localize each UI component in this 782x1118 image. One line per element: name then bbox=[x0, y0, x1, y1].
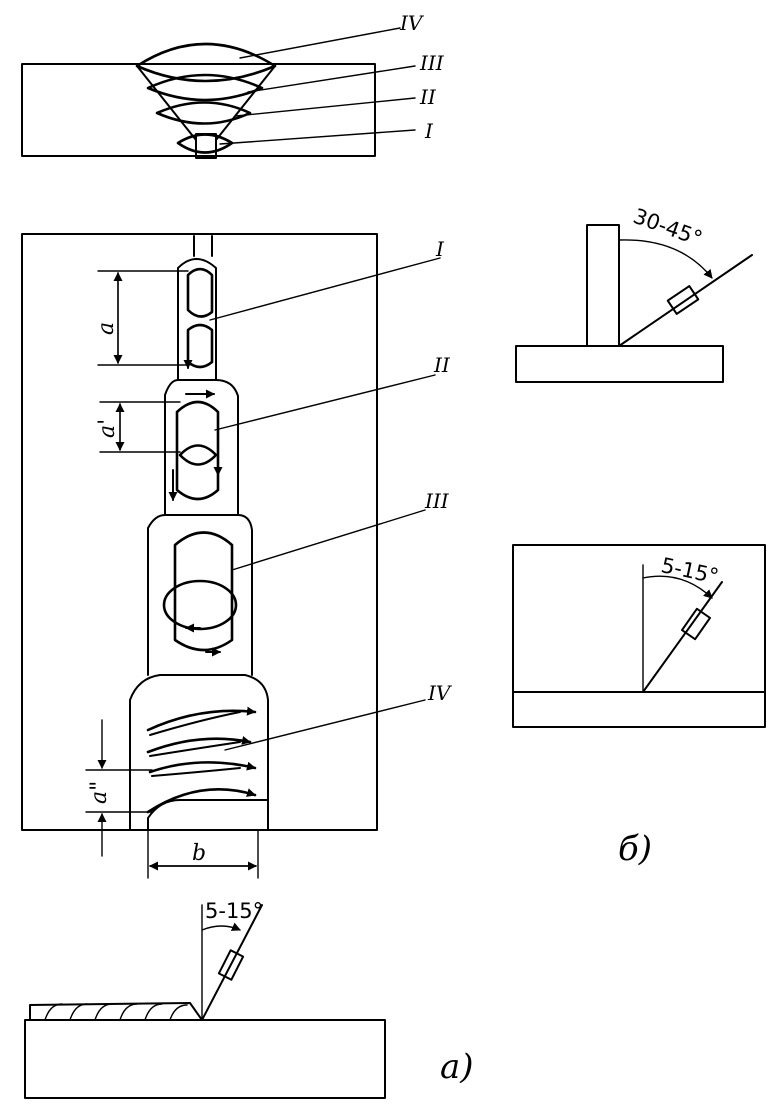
leader-ii bbox=[235, 97, 416, 117]
plate-plan bbox=[21, 233, 378, 831]
dim-a-double-prime-label: a" bbox=[87, 781, 112, 804]
t-joint-electrode-icon bbox=[666, 285, 700, 315]
flat-angle-arc bbox=[642, 575, 713, 599]
t-joint-base-plate bbox=[515, 345, 724, 383]
layer-i-outline bbox=[177, 258, 217, 381]
flat-view: 5-15° bbox=[512, 544, 766, 728]
flat-electrode-axis bbox=[642, 581, 723, 693]
layer-ii-loop-inner bbox=[178, 444, 218, 466]
plate-section bbox=[21, 63, 376, 157]
layer-iii-bead bbox=[146, 73, 264, 102]
plan-label-ii: II bbox=[433, 353, 451, 377]
layer-iv-outline bbox=[129, 674, 269, 831]
leader-iv bbox=[239, 27, 401, 59]
layer-i-loop-1 bbox=[186, 267, 214, 318]
flat-plate-outline bbox=[512, 544, 766, 728]
layer-iv-stroke-4 bbox=[146, 788, 257, 814]
t-joint-view: 30-45° bbox=[515, 204, 753, 383]
groove-left-edge bbox=[136, 65, 197, 141]
root-core bbox=[195, 133, 217, 159]
t-joint-electrode-axis bbox=[618, 254, 753, 347]
groove-right-edge bbox=[215, 65, 276, 141]
layer-iv-stroke-1 bbox=[146, 706, 257, 732]
dim-a-prime-label: a' bbox=[95, 419, 120, 438]
plan-label-iv: IV bbox=[427, 681, 453, 705]
layer-iv-stroke-3 bbox=[148, 761, 257, 774]
flat-electrode-icon bbox=[680, 607, 712, 641]
leader-iii bbox=[247, 65, 416, 93]
plan-leader-i bbox=[209, 257, 441, 321]
top-label-iii: III bbox=[419, 51, 445, 75]
weld-ripples bbox=[44, 1003, 188, 1021]
layer-ii-bead bbox=[155, 101, 252, 125]
top-label-ii: II bbox=[419, 85, 437, 109]
plan-leader-ii bbox=[214, 374, 436, 431]
t-joint-angle-arc bbox=[618, 239, 713, 279]
electrode-holder-icon bbox=[217, 949, 245, 981]
plate-long bbox=[24, 1019, 386, 1099]
top-label-i: I bbox=[424, 119, 434, 143]
dim-b-label: b bbox=[192, 841, 206, 866]
layer-ii-outline bbox=[164, 379, 239, 516]
electrode-axis bbox=[201, 904, 263, 1021]
dim-a-label: a bbox=[94, 322, 119, 335]
t-joint-vertical-plate bbox=[586, 224, 620, 347]
plan-leader-iii bbox=[231, 509, 426, 571]
caption-b: б) bbox=[618, 829, 652, 869]
layer-iii-loop bbox=[173, 531, 234, 652]
caption-a: a) bbox=[440, 1047, 474, 1087]
layer-ii-loop bbox=[175, 400, 220, 501]
plan-view: I II III IV a a' a" b bbox=[21, 233, 453, 879]
layer-iv-stroke-2 bbox=[146, 736, 252, 754]
t-joint-angle-label: 30-45° bbox=[630, 204, 705, 251]
layer-iii-outline bbox=[147, 514, 253, 676]
angle-arc-long bbox=[201, 922, 241, 931]
top-label-iv: IV bbox=[399, 11, 425, 35]
layer-i-loop-2 bbox=[186, 323, 214, 369]
layer-cross-section: IV III II I bbox=[21, 11, 445, 159]
longitudinal-view: 5-15° bbox=[24, 899, 386, 1099]
plan-label-i: I bbox=[435, 237, 445, 261]
angle-label-long: 5-15° bbox=[205, 899, 263, 923]
plan-label-iii: III bbox=[424, 489, 450, 513]
leader-i bbox=[219, 129, 416, 145]
plan-leader-iv bbox=[224, 699, 426, 751]
